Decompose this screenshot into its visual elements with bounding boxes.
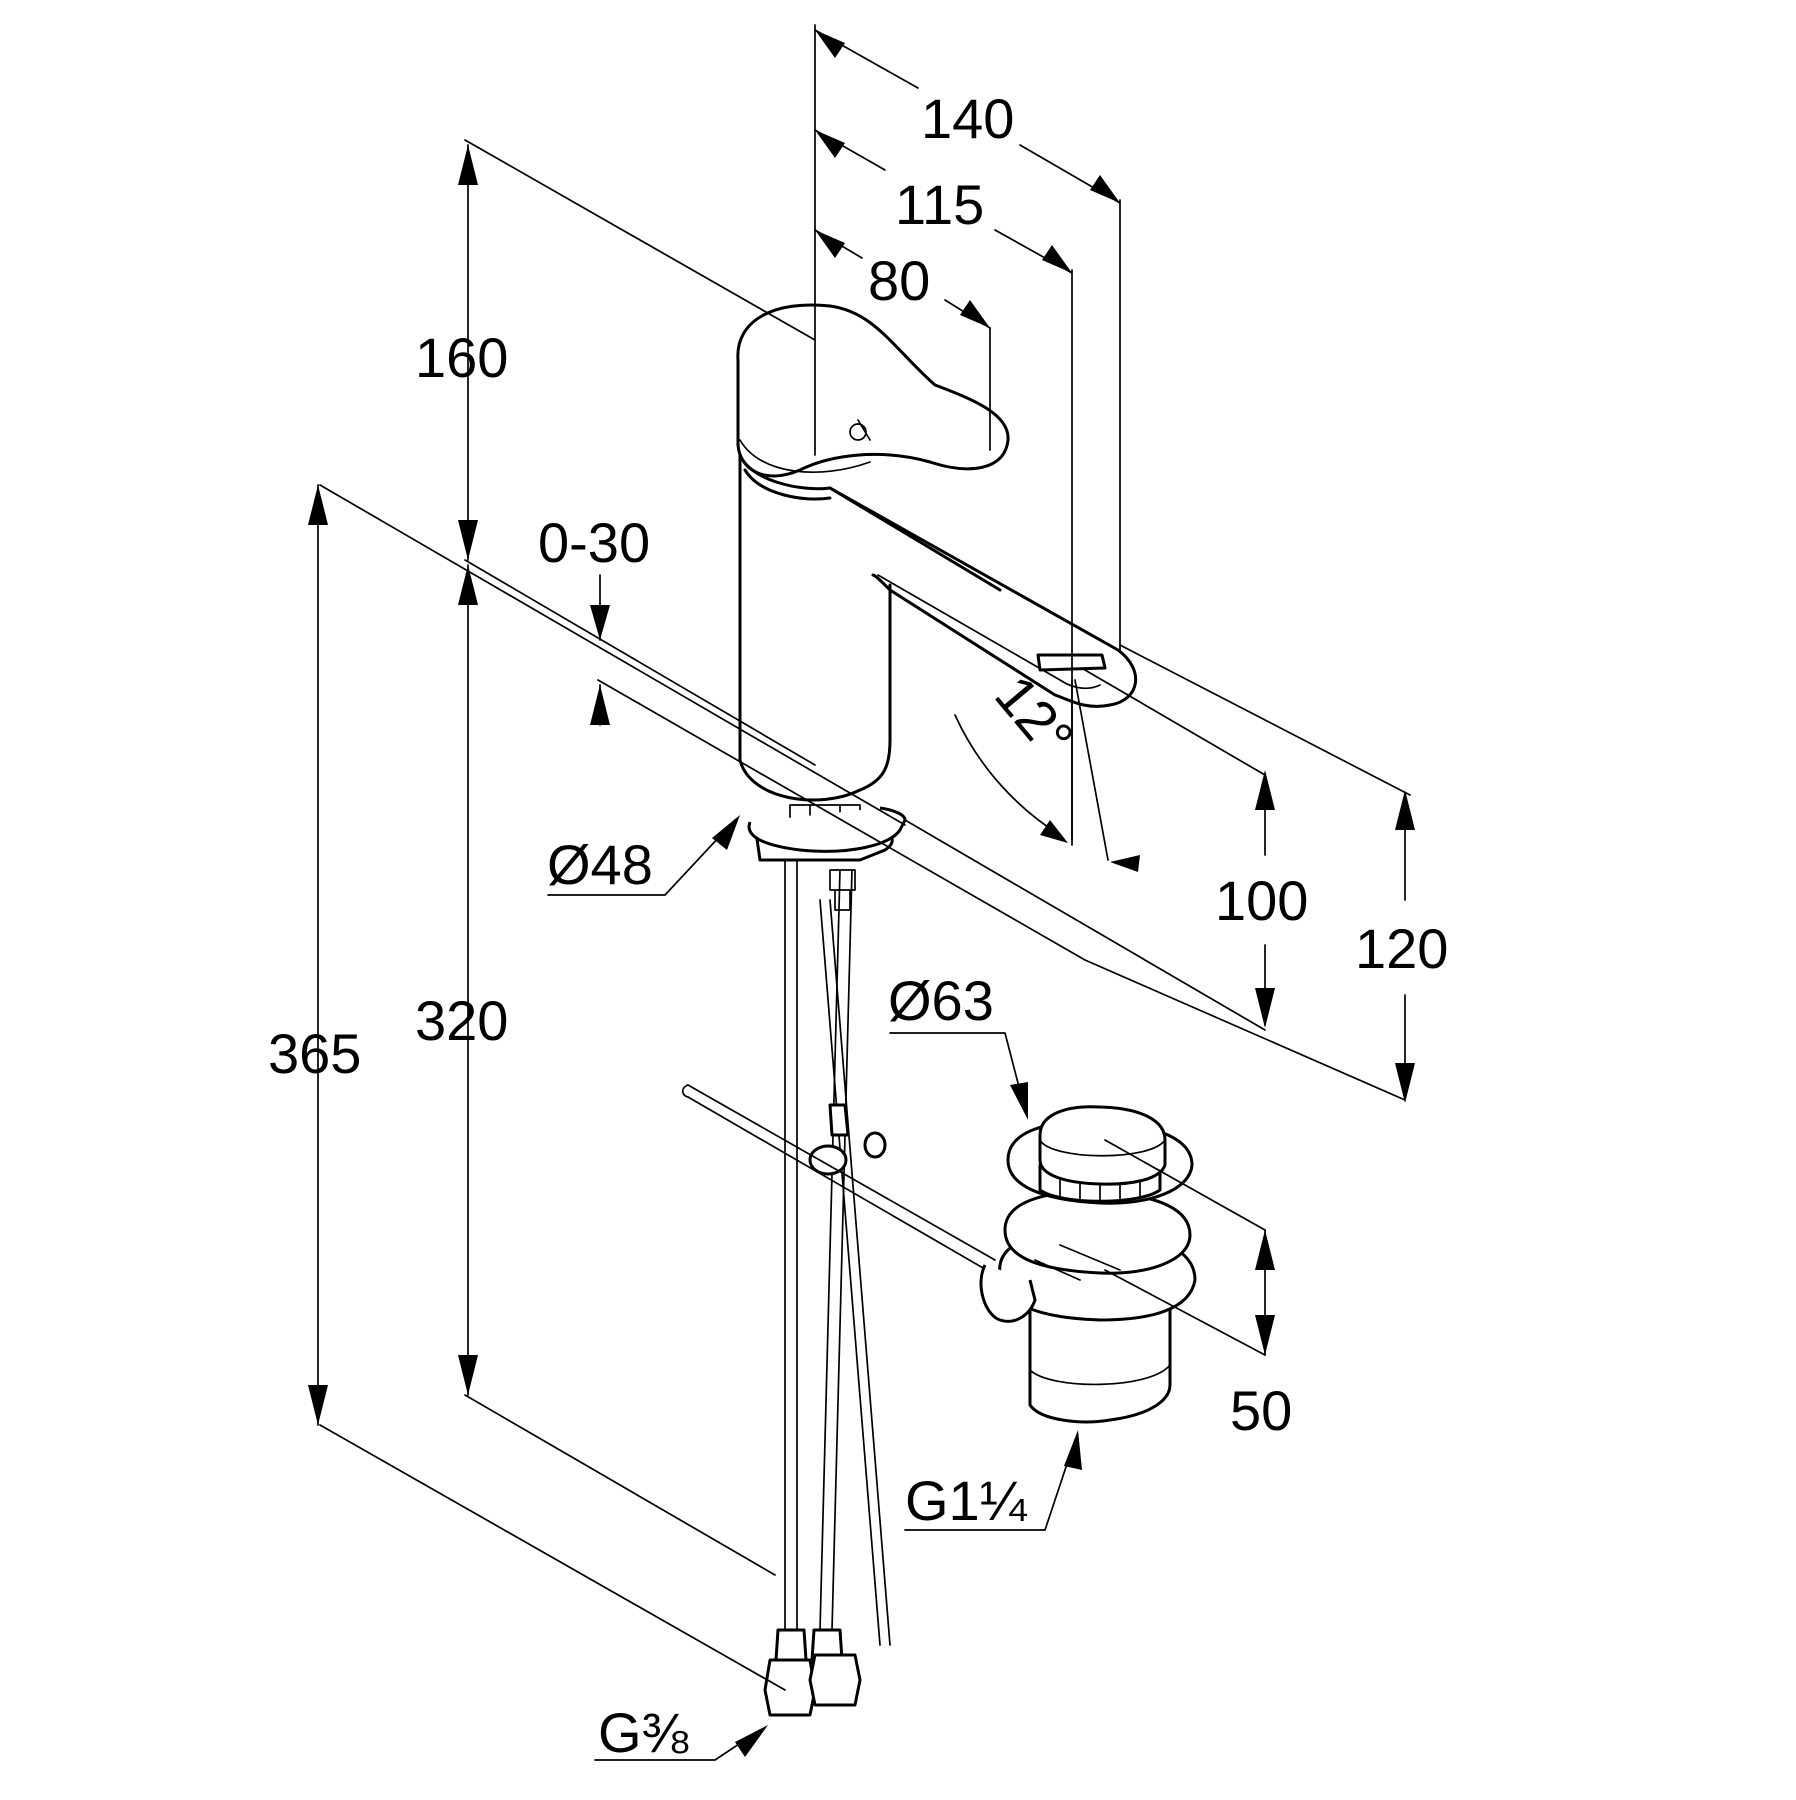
rod-clamp <box>828 1103 850 1137</box>
arrow-320-bottom <box>458 1355 478 1395</box>
spout <box>828 486 1137 708</box>
arrow-diameter-63 <box>1010 1082 1028 1120</box>
ext-line-50-bottom <box>1104 1269 1266 1356</box>
leader-diameter-63 <box>889 1032 1026 1111</box>
spout-edge <box>877 574 1101 690</box>
dimension-labels: 140 115 80 160 0-30 12° Ø48 100 120 Ø63 … <box>268 87 1448 1764</box>
hose-nut-right <box>808 1653 862 1707</box>
waste-plug <box>1038 1105 1167 1186</box>
dim-label-100: 100 <box>1215 869 1308 932</box>
mounting-flange <box>747 806 907 853</box>
ext-line-365-top <box>319 484 906 826</box>
lever-handle <box>736 303 1010 478</box>
arrowheads <box>308 30 1415 1757</box>
ext-line-365-bottom <box>319 1424 786 1691</box>
ext-line-320-bottom <box>464 1394 776 1576</box>
arrow-365-top <box>308 485 328 525</box>
dim-label-115: 115 <box>895 173 984 236</box>
dim-label-0-30: 0-30 <box>538 511 650 574</box>
hose-connector-left <box>774 1628 808 1662</box>
ext-line-100-bottom <box>904 819 1266 1031</box>
dim-label-365: 365 <box>268 1022 361 1085</box>
arrow-115-right <box>1042 245 1072 273</box>
arrow-angle-side <box>1110 855 1140 872</box>
waste-tailpiece-ring <box>1029 1364 1171 1386</box>
hose-top-fitting <box>829 869 856 911</box>
ext-line-320-top <box>464 559 816 766</box>
dim-label-diameter-48: Ø48 <box>547 833 653 896</box>
arrow-80-right <box>960 300 990 328</box>
hose-right-edge-a <box>819 869 841 1631</box>
dim-label-140: 140 <box>921 87 1014 150</box>
ext-line-50-top <box>1104 1139 1266 1231</box>
arrow-100-bottom <box>1255 988 1275 1028</box>
dim-label-120: 120 <box>1355 917 1448 980</box>
waste-tailpiece <box>1028 1310 1172 1424</box>
arrow-160-top <box>458 145 478 185</box>
waste-lever-arm <box>979 1264 1037 1323</box>
dim-label-g114: G1¼ <box>905 1469 1028 1532</box>
arrow-80-left <box>815 230 845 258</box>
arrow-angle-end <box>1040 820 1068 843</box>
ext-line-100-top <box>1084 669 1266 776</box>
arrow-50-bottom <box>1255 1315 1275 1355</box>
dim-label-80: 80 <box>868 249 930 312</box>
dim-label-diameter-63: Ø63 <box>888 969 994 1032</box>
ext-line-160-top <box>464 139 816 341</box>
arrow-g38 <box>735 1725 768 1757</box>
body-ring <box>738 453 1002 592</box>
drain-rod-lower <box>687 1096 991 1273</box>
dim-label-320: 320 <box>415 989 508 1052</box>
dim-label-50: 50 <box>1230 1379 1292 1442</box>
angle-ray-tilted <box>1074 679 1109 861</box>
rod-connector <box>808 1144 848 1176</box>
arrow-120-top <box>1395 790 1415 830</box>
lever-underside <box>739 439 871 474</box>
arrow-0-30-down <box>590 605 610 640</box>
arrow-160-bottom <box>458 520 478 560</box>
drain-rod-end <box>681 1084 689 1098</box>
pull-rod-b <box>819 899 881 1646</box>
arrow-100-top <box>1255 770 1275 810</box>
hot-cold-symbol <box>849 419 871 441</box>
arrow-115-left <box>815 130 845 158</box>
faucet <box>736 303 1137 862</box>
pull-rod-a <box>829 899 891 1646</box>
rod-screw <box>863 1131 887 1159</box>
waste-linkage <box>1034 1244 1121 1281</box>
arrow-140-right <box>1090 175 1120 203</box>
arrow-320-top <box>458 565 478 605</box>
dim-label-g38: G⅜ <box>598 1701 689 1764</box>
arrow-0-30-up <box>590 685 610 725</box>
supply-hoses <box>763 859 891 1717</box>
ext-line-0-30 <box>597 679 1086 961</box>
waste-plug-top <box>1039 1139 1166 1157</box>
leader-g114 <box>904 1439 1076 1531</box>
arrow-140-left <box>815 30 845 58</box>
drain-rod <box>681 1084 996 1273</box>
arrow-diameter-48 <box>712 815 740 850</box>
ext-line-120-bottom <box>1084 959 1406 1101</box>
faucet-body <box>738 453 892 802</box>
dimension-lines <box>317 24 1411 1761</box>
dim-label-angle: 12° <box>983 663 1086 768</box>
arrow-365-bottom <box>308 1385 328 1425</box>
hose-right-edge-b <box>831 869 853 1631</box>
ext-line-120-top <box>1119 644 1411 796</box>
arrow-g114 <box>1064 1430 1082 1470</box>
hose-nut-left <box>763 1658 817 1717</box>
dim-label-160: 160 <box>415 326 508 389</box>
arrow-120-bottom <box>1395 1063 1415 1103</box>
waste-strainer-slots <box>1059 1177 1141 1204</box>
angle-arc <box>954 714 1061 836</box>
leader-diameter-48 <box>547 819 736 896</box>
arrow-50-top <box>1255 1230 1275 1270</box>
drain-rod-upper <box>687 1084 996 1261</box>
pop-up-waste <box>979 1105 1197 1424</box>
